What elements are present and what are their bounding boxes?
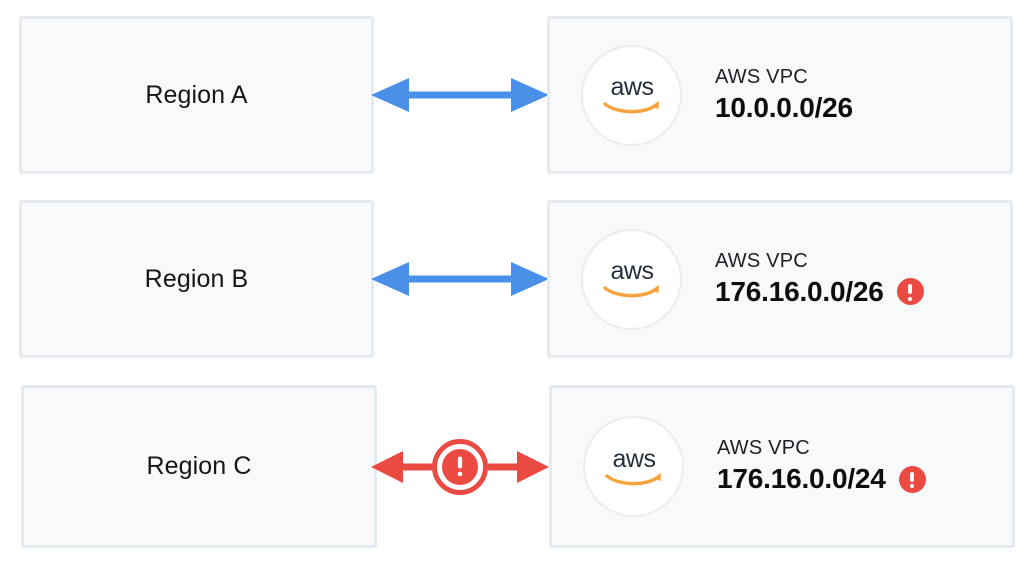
vpc-cidr-value: 176.16.0.0/26 (715, 275, 884, 307)
aws-logo-icon: aws (583, 416, 684, 517)
vpc-title: AWS VPC (717, 437, 810, 460)
connector-region-c (371, 437, 549, 497)
vpc-card-b[interactable]: aws AWS VPC 176.16.0.0/26 (547, 200, 1013, 358)
vpc-cidr-value: 10.0.0.0/26 (715, 91, 853, 123)
region-box-c[interactable]: Region C (21, 385, 377, 548)
region-label: Region A (145, 80, 248, 109)
region-box-b[interactable]: Region B (19, 200, 374, 358)
vpc-title: AWS VPC (715, 65, 808, 88)
region-box-a[interactable]: Region A (19, 16, 374, 174)
bidirectional-blue-arrow-icon (371, 262, 549, 296)
bidirectional-blue-arrow-icon (371, 78, 549, 112)
vpc-text-block: AWS VPC 176.16.0.0/26 (715, 250, 924, 308)
vpc-text-block: AWS VPC 10.0.0.0/26 (715, 66, 853, 124)
vpc-cidr-line: 10.0.0.0/26 (715, 92, 853, 124)
diagram-row: Region A aws AWS VPC (0, 16, 1032, 174)
connector-region-b (371, 249, 549, 309)
region-label: Region B (144, 264, 249, 293)
vpc-card-c[interactable]: aws AWS VPC 176.16.0.0/24 (549, 385, 1015, 548)
vpc-cidr-line: 176.16.0.0/26 (715, 276, 924, 308)
aws-logo-icon: aws (581, 228, 682, 330)
svg-text:aws: aws (610, 258, 653, 285)
alert-exclamation-circle-icon (432, 438, 488, 495)
vpc-cidr-line: 176.16.0.0/24 (717, 463, 926, 495)
region-label: Region C (146, 452, 252, 480)
vpc-title: AWS VPC (715, 249, 808, 272)
vpc-text-block: AWS VPC 176.16.0.0/24 (717, 437, 926, 495)
vpc-cidr-value: 176.16.0.0/24 (717, 463, 886, 495)
vpc-card-a[interactable]: aws AWS VPC 10.0.0.0/26 (547, 16, 1013, 174)
diagram-row: Region B aws AWS VPC (0, 200, 1032, 358)
aws-logo-icon: aws (581, 44, 682, 146)
svg-text:aws: aws (612, 446, 655, 473)
connector-region-a (371, 65, 549, 125)
svg-text:aws: aws (610, 74, 653, 101)
diagram-row: Region C aws (0, 385, 1032, 548)
alert-exclamation-icon (898, 465, 926, 493)
alert-exclamation-icon (896, 278, 924, 306)
